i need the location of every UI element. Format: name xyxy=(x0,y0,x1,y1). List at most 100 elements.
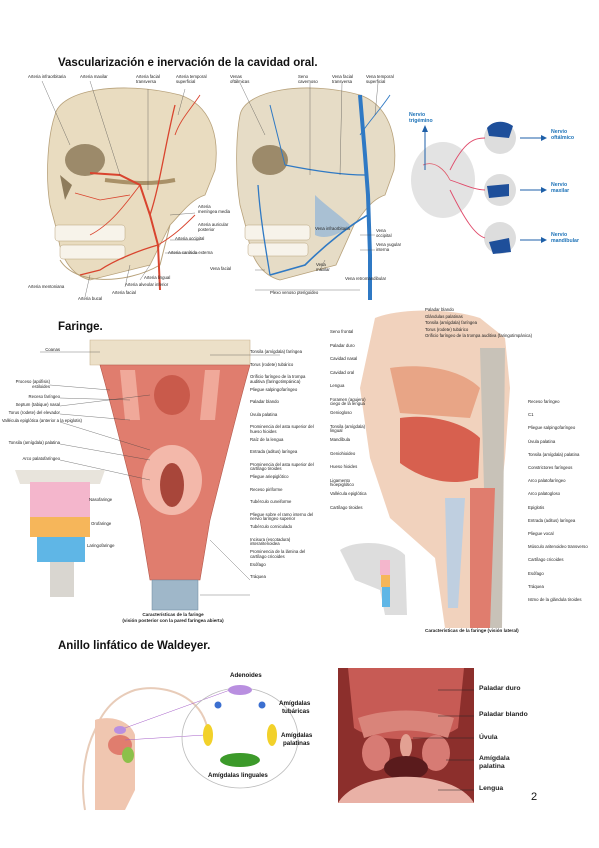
label-vena-facial: Vena facial xyxy=(210,266,232,271)
label-amigdalas-palatinas-2: palatinas xyxy=(283,740,310,747)
posterior-right-label-2: Orificio faríngeo de la trompa auditiva … xyxy=(250,374,306,384)
lateral-right-label-8: Epiglotis xyxy=(528,504,545,510)
posterior-right-label-5: Úvula palatina xyxy=(250,411,278,417)
label-laringofaringe: Laringofaringe xyxy=(87,543,115,548)
label-arco-palatofaringeo: Arco palatofaríngeo xyxy=(22,456,60,461)
posterior-right-label-14: Tubérculo corniculado xyxy=(250,524,293,529)
label-paladar-blando: Paladar blando xyxy=(479,711,528,718)
label-arteria-bucal: Arteria bucal xyxy=(78,296,103,301)
trigeminal-figure: Nervio trigémino Nervio oftálmico Nervio… xyxy=(405,110,595,260)
label-nervio-trigemino: Nervio trigémino xyxy=(409,112,433,124)
posterior-right-label-1: Torus (rodete) tubárico xyxy=(250,361,294,367)
label-septum-nasal: Septum (tabique) nasal xyxy=(15,402,60,407)
label-arteria-infraorbitaria: Arteria infraorbitaria xyxy=(28,74,66,79)
faringe-title: Faringe. xyxy=(58,321,103,333)
pharynx-regions-illustration xyxy=(15,470,105,597)
lateral-right-label-15: Istmo de la glándula tiroides xyxy=(528,597,582,602)
lateral-right-label-9: Entrada (aditus) laríngea xyxy=(528,517,576,523)
label-arteria-maxilar: Arteria maxilar xyxy=(80,74,108,79)
posterior-caption-line1: Características de la faringe xyxy=(142,612,204,617)
skull-veins-illustration xyxy=(236,82,396,300)
lateral-left-label-2: Cavidad nasal xyxy=(330,356,358,361)
label-arteria-temporal-superficial: Arteria temporal superficial xyxy=(176,74,207,84)
label-vallecula-epiglotica: Vallécula epiglótica (anterior a la epig… xyxy=(1,418,82,423)
label-orofaringe: Orofaringe xyxy=(91,521,112,526)
label-adenoides: Adenoides xyxy=(230,672,262,679)
posterior-right-label-11: Receso piriforme xyxy=(250,486,283,492)
arteries-figure: Arteria infraorbitaria Arteria maxilar A… xyxy=(28,74,230,301)
lateral-right-label-2: Pliegue salpingofaríngeo xyxy=(528,425,576,431)
pharynx-posterior-figure: Coanas Proceso (apófisis) estiloides Rec… xyxy=(0,339,330,630)
lateral-left-label-9: Geniohioideo xyxy=(330,450,356,456)
lateral-left-label-13: Cartílago tiroides xyxy=(330,504,363,510)
posterior-right-label-15: Incisura (escotadura) interaritenoidea xyxy=(250,536,291,547)
label-amigdala-palatina: Amígdala palatina xyxy=(479,755,510,770)
lateral-left-label-1: Paladar duro xyxy=(330,342,355,348)
posterior-right-label-13: Pliegue sobre el ramo interno del nervio… xyxy=(250,511,314,522)
waldeyer-ring-figure: Adenoides Amígdalas tubáricas Amígdalas … xyxy=(80,660,312,811)
lateral-top-label-3: Torus (rodete) tubárico xyxy=(425,326,469,332)
posterior-right-label-12: Tubérculo cuneiforme xyxy=(250,499,292,504)
lateral-right-label-1: C1 xyxy=(528,412,534,418)
oral-cavity-photo-illustration xyxy=(338,668,474,803)
lateral-right-label-10: Pliegue vocal xyxy=(528,531,554,536)
trigeminal-illustration xyxy=(411,121,547,254)
lateral-left-label-7: Tonsila (amígdala) lingual xyxy=(330,423,366,434)
label-arteria-lingual: Arteria lingual xyxy=(144,275,171,280)
pharynx-lateral-inset xyxy=(335,540,425,620)
label-proceso-estiloides: Proceso (apófisis) estiloides xyxy=(15,379,50,389)
lateral-right-label-6: Arco palatofaríngeo xyxy=(528,478,566,484)
posterior-right-label-16: Prominencia de la lámina del cartílago c… xyxy=(250,549,306,559)
posterior-right-label-4: Paladar blando xyxy=(250,399,279,404)
lateral-left-label-10: Hueso hioides xyxy=(330,464,358,469)
label-torus-elevador: Torus (rodete) del elevador xyxy=(8,410,60,415)
waldeyer-ring-illustration xyxy=(82,685,299,811)
vasc-title: Vascularización e inervación de la cavid… xyxy=(58,57,318,69)
pharynx-posterior-illustration xyxy=(40,339,280,611)
label-plexo-venoso-pterigoideo: Plexo venoso pterigoideo xyxy=(270,290,319,295)
lateral-left-label-3: Cavidad oral xyxy=(330,369,355,375)
label-paladar-duro: Paladar duro xyxy=(479,685,521,692)
lateral-right-label-0: Receso faríngeo xyxy=(528,399,560,404)
label-arteria-mentoniana: Arteria mentoniana xyxy=(28,284,65,289)
label-nervio-mandibular: Nervio mandibular xyxy=(551,232,579,244)
label-amigdalas-tubaricas-2: tubáricas xyxy=(282,708,310,715)
lateral-right-label-7: Arco palatogloso xyxy=(528,491,561,497)
label-uvula: Úvula xyxy=(479,734,498,741)
label-arteria-auricular-posterior: Arteria auricular posterior xyxy=(198,222,229,232)
lateral-top-label-0: Paladar blando xyxy=(425,307,454,312)
label-tonsila-palatina: Tonsila (amígdala) palatina xyxy=(8,440,60,445)
label-vena-facial-transversa: Vena facial transversa xyxy=(332,74,354,84)
lateral-left-label-0: Seno frontal xyxy=(330,329,354,334)
posterior-right-label-10: Pliegue ariepiglótico xyxy=(250,474,289,479)
lateral-top-label-1: Glándulas palatinas xyxy=(425,313,463,319)
label-lengua: Lengua xyxy=(479,785,504,792)
lateral-top-label-2: Tonsila (amígdala) faríngea xyxy=(425,320,478,325)
posterior-right-label-8: Entrada (aditus) laríngea xyxy=(250,449,298,454)
pharynx-lateral-illustration xyxy=(360,310,510,628)
lateral-right-label-13: Esófago xyxy=(528,570,544,576)
label-arteria-carotida-externa: Arteria carótida externa xyxy=(168,250,213,255)
posterior-right-label-6: Prominencia del asta superior del hueso … xyxy=(250,424,314,434)
posterior-right-label-18: Tráquea xyxy=(250,574,266,579)
pharynx-lateral-inset-illustration xyxy=(340,543,407,615)
posterior-right-label-0: Tonsila (amígdala) faríngea xyxy=(250,349,303,354)
lateral-right-label-3: Úvula palatina xyxy=(528,438,556,444)
label-vena-yugular-interna: Vena yugular interna xyxy=(376,242,402,252)
label-venas-oftalmicas: Venas oftálmicas xyxy=(230,74,250,84)
skull-arteries-illustration xyxy=(30,75,230,300)
label-arteria-facial-transversa: Arteria facial transversa xyxy=(136,74,160,84)
waldeyer-title: Anillo linfático de Waldeyer. xyxy=(58,640,211,652)
lateral-left-label-12: Vallécula epiglótica xyxy=(330,491,367,496)
label-nasofaringe: Nasofaringe xyxy=(89,497,113,502)
label-receso-faringeo: Receso faríngeo xyxy=(28,394,60,399)
label-vena-retromandibular: Vena retromandibular xyxy=(345,276,387,281)
lateral-left-label-5: Foramen (agujero) ciego de la lengua xyxy=(330,396,366,407)
posterior-right-label-17: Esófago xyxy=(250,561,266,567)
label-vena-infraorbitaria: Vena infraorbitaria xyxy=(315,226,350,231)
label-coanas: Coanas xyxy=(45,347,60,352)
label-amigdalas-tubaricas-1: Amígdalas xyxy=(279,700,311,707)
posterior-right-label-3: Pliegue salpingofaríngeo xyxy=(250,386,298,392)
label-arteria-alveolar-inferior: Arteria alveolar inferior xyxy=(125,282,169,287)
